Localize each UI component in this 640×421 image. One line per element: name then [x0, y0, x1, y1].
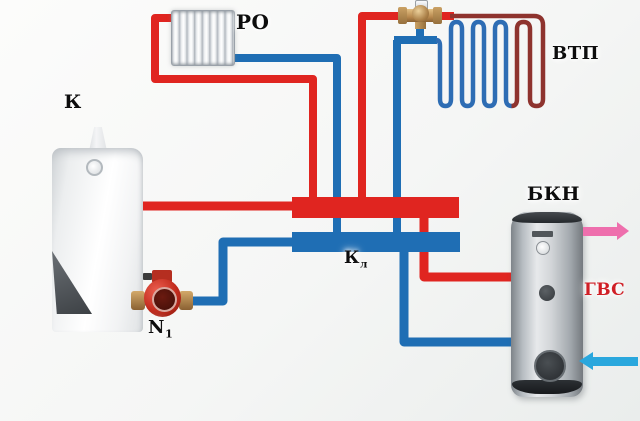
valve-right-nut — [433, 7, 442, 24]
radiator-supply-pipe — [151, 14, 317, 205]
pump-label-base: N — [148, 317, 165, 338]
valve-left-nut — [398, 7, 407, 24]
valve-center-boss — [412, 5, 429, 22]
cold-water-in-arrow — [579, 352, 638, 370]
collector-label: Кл — [344, 250, 368, 270]
boiler-label: К — [64, 91, 82, 113]
radiator-return-pipe — [232, 54, 341, 236]
floor-coil-cool-section — [435, 19, 512, 109]
valve-bottom-port — [415, 20, 426, 29]
tank-supply-pipe — [419, 207, 516, 282]
radiator-unit — [171, 10, 235, 66]
tank-nameplate — [532, 231, 553, 237]
pump-right-fitting — [179, 291, 193, 310]
return-collector-bar — [292, 232, 460, 252]
tank-top-rim — [512, 212, 582, 223]
tank-base — [512, 380, 582, 394]
tank-thermometer-icon — [536, 241, 550, 255]
underfloor-label: ВТП — [552, 43, 600, 64]
tank-mid-port — [539, 285, 555, 301]
storage-tank-unit — [511, 212, 583, 397]
boiler-flue-icon — [89, 127, 107, 151]
cold-water-in-arrow-head — [579, 352, 593, 370]
hot-water-out-arrow-head — [617, 222, 629, 240]
cold-water-in-arrow-bar — [592, 357, 638, 366]
floor-coil-hot-section — [450, 13, 546, 109]
hot-water-label: ГВС — [584, 280, 626, 300]
tank-label: БКН — [527, 183, 580, 205]
collector-label-base: К — [344, 248, 360, 268]
circulation-pump-icon — [128, 269, 196, 319]
radiator-label: РО — [236, 10, 270, 34]
pump-left-fitting — [131, 291, 145, 310]
collector-label-sub: л — [359, 258, 368, 271]
pump-label-sub: 1 — [164, 327, 174, 341]
pump-face-dial — [152, 287, 177, 312]
pump-label: N1 — [148, 319, 173, 340]
boiler-gauge-icon — [86, 159, 103, 176]
hot-water-out-arrow — [583, 222, 629, 240]
tank-return-pipe — [399, 248, 516, 347]
supply-collector-bar — [292, 197, 459, 218]
hot-water-out-arrow-bar — [583, 227, 617, 236]
mixing-valve-icon — [398, 0, 442, 34]
tank-flange-port — [534, 350, 566, 382]
pump-terminal — [143, 273, 152, 280]
boiler-unit — [46, 127, 143, 332]
